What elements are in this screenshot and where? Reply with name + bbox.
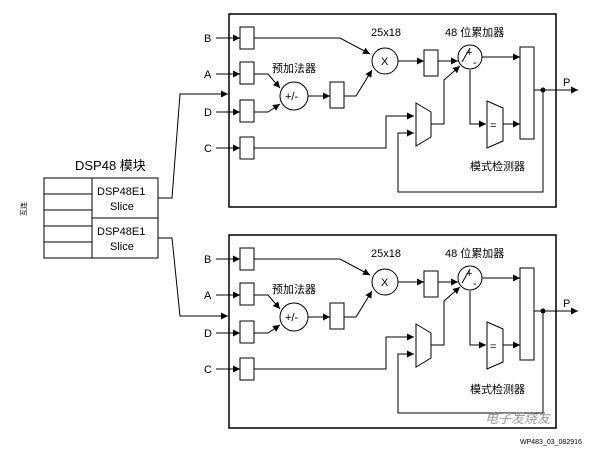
interconnect-label: 互连 <box>19 202 28 216</box>
watermark-logo: 电子发烧友 <box>485 411 552 426</box>
accumulator-minus: - <box>473 278 477 290</box>
multiplier-label: 25x18 <box>371 27 401 39</box>
multiplier-symbol: X <box>381 56 389 68</box>
input-registers <box>239 247 255 381</box>
preadder-register <box>329 81 345 109</box>
mult-register <box>423 49 439 77</box>
input-label-b: B <box>204 33 211 45</box>
input-label-d: D <box>204 328 212 340</box>
accumulator-plus: + <box>466 47 472 59</box>
slice-bottom-line1: DSP48E1 <box>97 226 145 238</box>
preadder-symbol: +/- <box>285 312 298 324</box>
preadder-register <box>329 302 345 330</box>
accumulator-label: 48 位累加器 <box>445 246 504 260</box>
connector-top <box>158 90 228 199</box>
input-label-d: D <box>204 107 212 119</box>
input-label-b: B <box>204 254 211 266</box>
connector-bottom <box>158 237 228 320</box>
pattern-detector-label: 模式检测器 <box>470 382 525 396</box>
multiplier-symbol: X <box>381 277 389 289</box>
pattern-detector <box>486 321 504 370</box>
figure-id: WP483_03_082916 <box>520 439 582 446</box>
slice-frame <box>228 234 557 429</box>
input-registers <box>239 26 255 160</box>
input-label-c: C <box>204 364 212 376</box>
input-label-a: A <box>204 290 212 302</box>
preadder-label: 预加法器 <box>272 61 316 75</box>
pattern-detector-label: 模式检测器 <box>470 159 525 173</box>
module-title: DSP48 模块 <box>75 158 146 173</box>
input-label-c: C <box>204 143 212 155</box>
mult-register <box>423 270 439 298</box>
slice-block-top <box>91 177 159 219</box>
preadder-label: 预加法器 <box>272 282 316 296</box>
accumulator-label: 48 位累加器 <box>445 25 504 39</box>
accumulator-minus: - <box>473 57 477 69</box>
slice-top-line2: Slice <box>110 201 134 213</box>
slice-detail-top: B A D C 预加法器 +/- 25x18 X <box>204 13 578 208</box>
output-label: P <box>563 77 570 89</box>
slice-top-line1: DSP48E1 <box>97 186 145 198</box>
mux <box>415 323 432 368</box>
accumulator-plus: + <box>466 268 472 280</box>
mux <box>415 102 432 147</box>
pattern-symbol: = <box>490 341 496 353</box>
multiplier-label: 25x18 <box>371 248 401 260</box>
interconnect-blocks <box>43 177 93 259</box>
output-register <box>519 46 535 140</box>
slice-detail-bottom: B A D C 预加法器 +/- 25x18 X <box>204 234 578 429</box>
slice-bottom-line2: Slice <box>110 241 134 253</box>
dsp48-module: DSP48 模块 互连 DSP48E1 Slice DSP48E1 Slice <box>19 90 228 320</box>
pattern-symbol: = <box>490 120 496 132</box>
slice-block-bottom <box>91 217 159 259</box>
slice-frame <box>228 13 557 208</box>
output-register <box>519 267 535 361</box>
pattern-detector <box>486 100 504 149</box>
input-label-a: A <box>204 69 212 81</box>
preadder-symbol: +/- <box>285 91 298 103</box>
output-label: P <box>563 298 570 310</box>
